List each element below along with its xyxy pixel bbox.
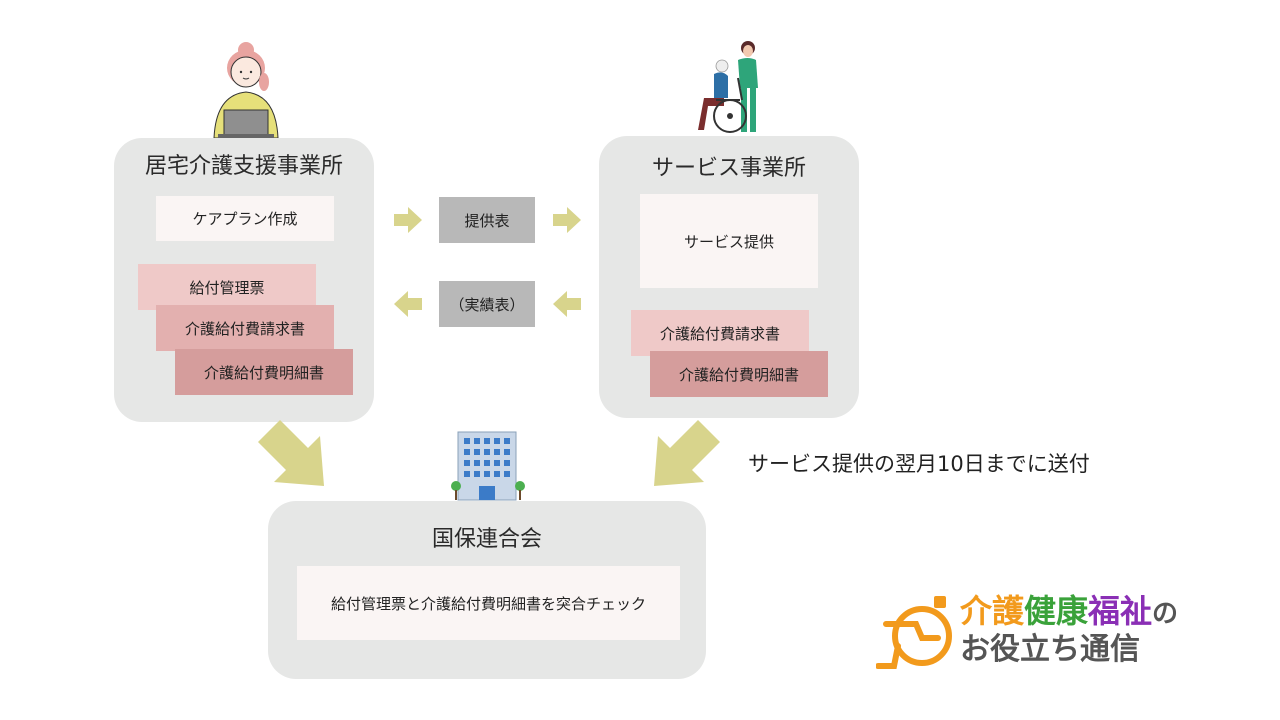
down-right-arrow-icon [258,420,328,488]
left-benefit-detail-card: 介護給付費明細書 [175,349,353,395]
right-arrow-icon [553,207,581,233]
right-billing-statement-card: 介護給付費請求書 [631,310,809,356]
down-left-arrow-icon [650,420,720,488]
logo-word-fukushi: 福祉 [1088,592,1153,630]
left-billing-statement-card: 介護給付費請求書 [156,305,334,351]
result-sheet-box: （実績表） [439,281,535,327]
right-arrow-icon [394,207,422,233]
left-arrow-icon [394,291,422,317]
service-office-title: サービス事業所 [651,156,806,181]
logo-word-no: の [1152,599,1179,629]
care-plan-card: ケアプラン作成 [156,196,334,241]
home-care-support-office-title: 居宅介護支援事業所 [144,154,343,179]
logo-word-kaigo: 介護 [960,592,1025,630]
site-logo: 介護健康福祉の お役立ち通信 [876,590,1216,672]
wheelchair-logo-icon [876,596,952,669]
deadline-note: サービス提供の翌月10日までに送付 [748,452,1090,476]
caregiver-wheelchair-illustration [690,38,770,138]
right-benefit-detail-card: 介護給付費明細書 [650,351,828,397]
service-provision-card: サービス提供 [640,194,818,288]
kokuho-federation-title: 国保連合会 [431,527,542,552]
left-arrow-icon [553,291,581,317]
logo-word-kenko: 健康 [1024,592,1089,630]
logo-subtitle: お役立ち通信 [960,632,1140,667]
care-manager-illustration [206,40,286,138]
benefit-management-sheet-card: 給付管理票 [138,264,316,310]
offer-sheet-box: 提供表 [439,197,535,243]
building-icon [450,430,526,502]
cross-check-card: 給付管理票と介護給付費明細書を突合チェック [297,566,680,640]
